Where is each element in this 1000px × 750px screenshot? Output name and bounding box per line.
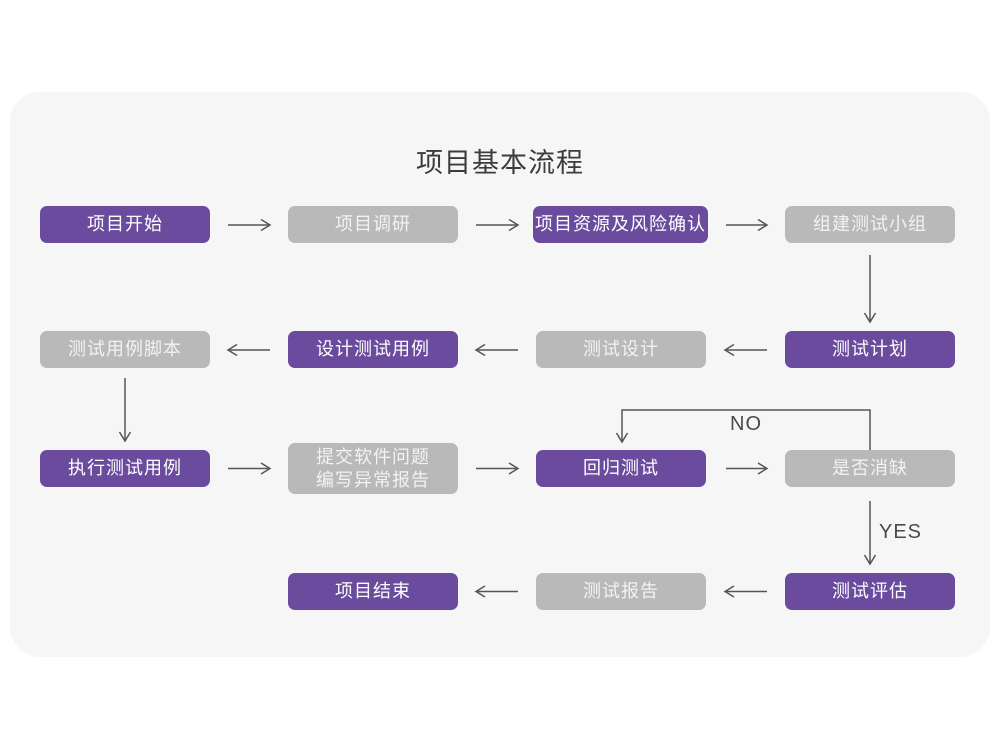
node-label: 回归测试 (583, 458, 659, 478)
arrow-test-report-to-project-end (474, 585, 518, 598)
arrow-resource-risk-to-build-team (726, 218, 769, 232)
branch-label-no: NO (730, 413, 762, 435)
node-project-end: 项目结束 (288, 573, 458, 610)
flowchart-card-background (10, 92, 990, 657)
arrow-execute-cases-to-submit-issues (228, 462, 272, 475)
node-label-line2: 编写异常报告 (316, 469, 430, 490)
node-label: 项目结束 (335, 581, 411, 601)
node-label: 测试用例脚本 (68, 339, 182, 359)
arrow-case-script-to-execute-cases (118, 378, 132, 443)
diagram-title: 项目基本流程 (416, 148, 584, 178)
arrow-research-to-resource-risk (476, 218, 520, 232)
node-label: 测试设计 (583, 339, 659, 359)
node-submit-issues-report: 提交软件问题 编写异常报告 (288, 443, 458, 494)
node-label: 测试计划 (832, 339, 908, 359)
node-label: 执行测试用例 (68, 458, 182, 478)
node-label: 是否消缺 (832, 458, 908, 478)
node-project-start: 项目开始 (40, 206, 210, 243)
node-test-plan: 测试计划 (785, 331, 955, 368)
arrow-submit-issues-to-regression (476, 462, 520, 475)
node-label: 项目开始 (87, 214, 163, 234)
node-build-test-team: 组建测试小组 (785, 206, 955, 243)
node-regression-test: 回归测试 (536, 450, 706, 487)
branch-label-yes: YES (879, 521, 923, 543)
node-execute-test-cases: 执行测试用例 (40, 450, 210, 487)
node-test-report: 测试报告 (536, 573, 706, 610)
node-label: 测试评估 (832, 581, 908, 601)
arrow-design-cases-to-case-script (226, 343, 270, 357)
node-design-test-cases: 设计测试用例 (288, 331, 458, 368)
node-label: 项目资源及风险确认 (535, 214, 706, 234)
node-label: 设计测试用例 (316, 339, 430, 359)
arrow-build-team-to-test-plan (863, 255, 877, 324)
node-project-research: 项目调研 (288, 206, 458, 243)
node-resource-risk-confirm: 项目资源及风险确认 (533, 206, 708, 243)
node-label: 测试报告 (583, 581, 659, 601)
arrow-regression-to-defect-check (726, 462, 769, 475)
node-label: 组建测试小组 (813, 214, 927, 234)
arrow-start-to-research (228, 218, 272, 232)
node-test-design: 测试设计 (536, 331, 706, 368)
node-label: 项目调研 (335, 214, 411, 234)
arrow-test-plan-to-test-design (723, 343, 767, 357)
arrow-no-loop-defect-check-to-regression (615, 409, 871, 450)
arrow-test-design-to-design-cases (474, 343, 518, 357)
node-defect-cleared-check: 是否消缺 (785, 450, 955, 487)
arrow-test-eval-to-test-report (723, 585, 767, 598)
node-test-evaluation: 测试评估 (785, 573, 955, 610)
node-test-case-script: 测试用例脚本 (40, 331, 210, 368)
arrow-yes-defect-check-to-test-eval (863, 501, 877, 566)
node-label-line1: 提交软件问题 (316, 446, 430, 467)
